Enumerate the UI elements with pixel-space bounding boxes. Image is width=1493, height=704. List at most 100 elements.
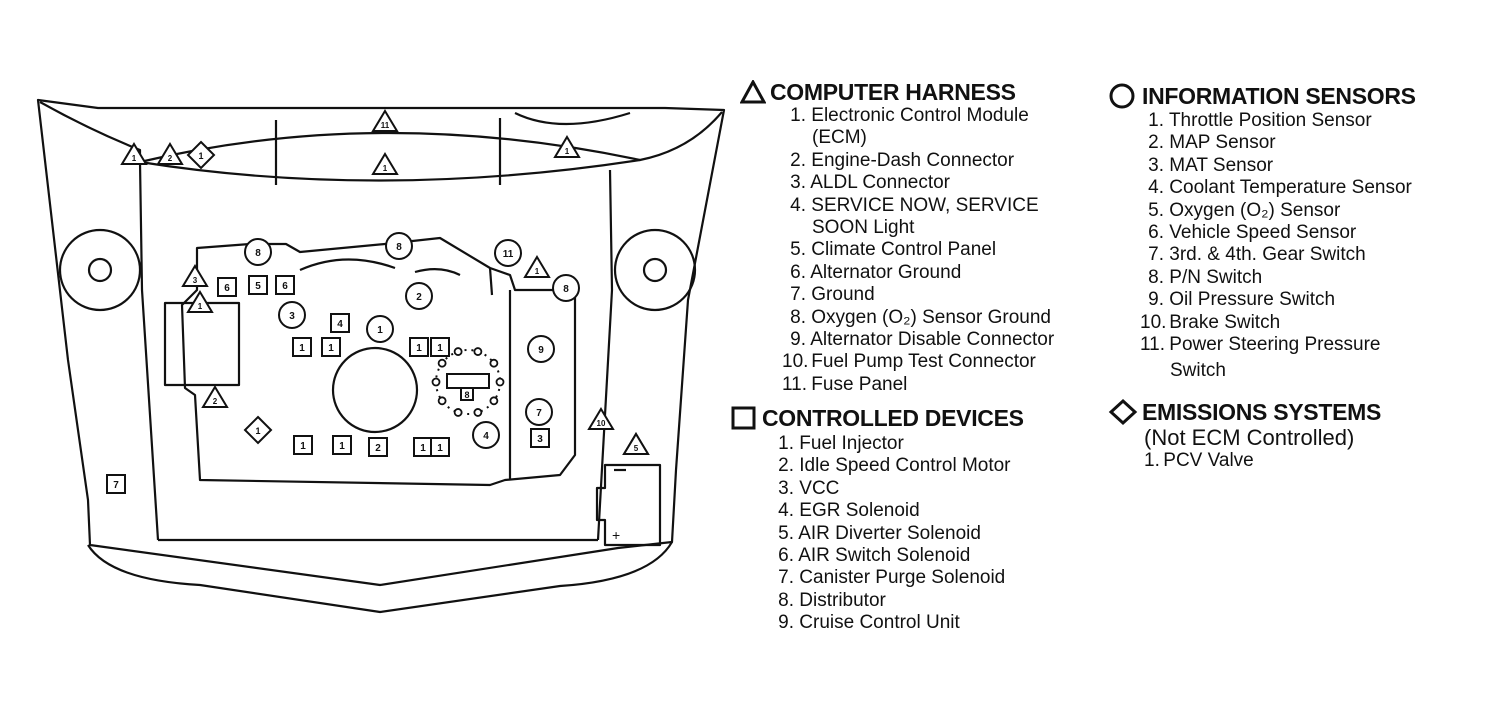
- triangle-marker: 1: [553, 135, 581, 158]
- diamond-marker: 1: [186, 140, 216, 170]
- legend-item-number: 2.: [778, 455, 794, 477]
- circle-marker-label: 9: [538, 345, 544, 356]
- legend-item-number: 11.: [1140, 334, 1166, 356]
- legend-item: 2. Idle Speed Control Motor: [772, 455, 1024, 477]
- legend-item-number: 1.: [778, 433, 794, 454]
- legend-item: 5. Oxygen (O₂) Sensor: [1140, 200, 1416, 222]
- triangle-marker: 10: [587, 407, 615, 430]
- legend-emissions-systems: EMISSIONS SYSTEMS (Not ECM Controlled) 1…: [1108, 398, 1381, 472]
- square-marker: 6: [217, 277, 237, 297]
- circle-marker: 11: [494, 239, 522, 267]
- legend-item-text: Alternator Disable Connector: [810, 329, 1055, 351]
- legend-item-number: 2.: [790, 149, 806, 171]
- legend-item-number: 3.: [1148, 154, 1164, 176]
- legend-item: 3. ALDL Connector: [782, 172, 1054, 194]
- controlled-devices-title: CONTROLLED DEVICES: [762, 405, 1024, 431]
- legend-item: 9. Alternator Disable Connector: [782, 329, 1054, 351]
- triangle-marker-label: 1: [535, 267, 540, 276]
- square-marker-label: 7: [113, 480, 119, 491]
- square-marker: 1: [430, 337, 450, 357]
- left-component-box: [163, 301, 241, 387]
- legend-item-text: MAT Sensor: [1169, 154, 1274, 176]
- legend-item-number: 4.: [778, 500, 794, 522]
- distributor-symbol: [435, 349, 501, 415]
- square-marker-label: 5: [255, 281, 261, 292]
- circle-icon: [1109, 83, 1135, 109]
- circle-marker-label: 11: [503, 249, 514, 260]
- legend-item-number: 5.: [790, 239, 806, 261]
- legend-item-number: 9.: [778, 612, 794, 634]
- legend-item: 9. Oil Pressure Switch: [1140, 289, 1416, 311]
- legend-item: 1. Throttle Position Sensor: [1140, 110, 1416, 132]
- circle-marker: 2: [405, 282, 433, 310]
- legend-item-text: Cruise Control Unit: [799, 612, 960, 634]
- square-marker-label: 1: [300, 441, 306, 452]
- circle-marker-label: 7: [536, 408, 542, 419]
- triangle-marker-label: 2: [213, 397, 218, 406]
- legend-item-text: Ground: [811, 284, 875, 306]
- triangle-marker-label: 1: [565, 147, 570, 156]
- computer-harness-list: 1. Electronic Control Module(ECM)2. Engi…: [782, 105, 1054, 396]
- square-icon: [731, 406, 756, 430]
- square-marker: 4: [330, 313, 350, 333]
- legend-item-text: Brake Switch: [1169, 311, 1281, 333]
- diamond-marker-label: 1: [198, 151, 203, 161]
- legend-item-number: 1.: [1148, 110, 1164, 131]
- legend-item: 5. Climate Control Panel: [782, 239, 1054, 261]
- circle-marker-label: 2: [416, 292, 422, 303]
- cowl-strip: [39, 101, 723, 164]
- legend-item-number: 11.: [782, 373, 808, 395]
- square-marker: 6: [275, 275, 295, 295]
- legend-item-text: Electronic Control Module: [811, 105, 1029, 126]
- legend-item-text: Distributor: [799, 589, 886, 611]
- square-marker-label: 1: [420, 443, 426, 454]
- air-cleaner: [331, 346, 419, 434]
- distributor-terminal: [437, 396, 447, 406]
- right-strut-tower: [613, 228, 697, 312]
- triangle-marker-label: 5: [634, 444, 639, 453]
- legend-item-text: ALDL Connector: [810, 172, 950, 194]
- legend-item-text: Switch: [1170, 360, 1226, 382]
- distributor-terminal: [473, 408, 483, 417]
- legend-item: 8. P/N Switch: [1140, 267, 1416, 289]
- triangle-marker-label: 3: [193, 276, 198, 285]
- square-marker: 1: [293, 435, 313, 455]
- circle-marker: 4: [472, 421, 500, 449]
- distributor-terminal: [453, 347, 463, 356]
- circle-marker-label: 8: [563, 284, 569, 295]
- circle-marker: 8: [552, 274, 580, 302]
- battery: [595, 463, 662, 547]
- legend-item: 8. Oxygen (O₂) Sensor Ground: [782, 307, 1054, 329]
- triangle-marker: 2: [201, 385, 229, 408]
- legend-item-number: 1.: [1144, 450, 1160, 471]
- legend-item: 7. Canister Purge Solenoid: [772, 567, 1024, 589]
- legend-item: 6. Vehicle Speed Sensor: [1140, 222, 1416, 244]
- legend-item: 10. Brake Switch: [1140, 312, 1416, 334]
- legend-item: 4. Coolant Temperature Sensor: [1140, 177, 1416, 199]
- legend-item-number: 6.: [778, 545, 794, 567]
- circle-marker: 3: [278, 301, 306, 329]
- legend-item-number: 9.: [790, 329, 806, 351]
- left-fender-line: [138, 161, 160, 541]
- legend-item-number: 10.: [782, 351, 809, 373]
- legend-item-text: Fuel Pump Test Connector: [811, 351, 1036, 373]
- legend-item: 7. Ground: [782, 284, 1054, 306]
- legend-item: 2. Engine-Dash Connector: [782, 150, 1054, 172]
- distributor-terminal: [489, 358, 499, 368]
- legend-item-text: Oxygen (O₂) Sensor: [1169, 199, 1341, 221]
- legend-item-text: VCC: [799, 477, 840, 499]
- legend-item-number: 4.: [790, 194, 806, 216]
- legend-item-text: Coolant Temperature Sensor: [1169, 177, 1412, 199]
- information-sensors-title: INFORMATION SENSORS: [1142, 83, 1416, 109]
- square-marker-label: 1: [437, 343, 443, 354]
- legend-item-text: AIR Diverter Solenoid: [798, 522, 981, 544]
- legend-item-text: PCV Valve: [1163, 450, 1254, 471]
- legend-item-number: 7.: [1148, 244, 1164, 266]
- legend-item-text: Idle Speed Control Motor: [799, 455, 1011, 477]
- legend-item-text: Fuse Panel: [811, 373, 908, 395]
- legend-item-text: SOON Light: [812, 217, 915, 239]
- square-marker-label: 3: [537, 434, 543, 445]
- legend-item-number: 3.: [790, 172, 806, 194]
